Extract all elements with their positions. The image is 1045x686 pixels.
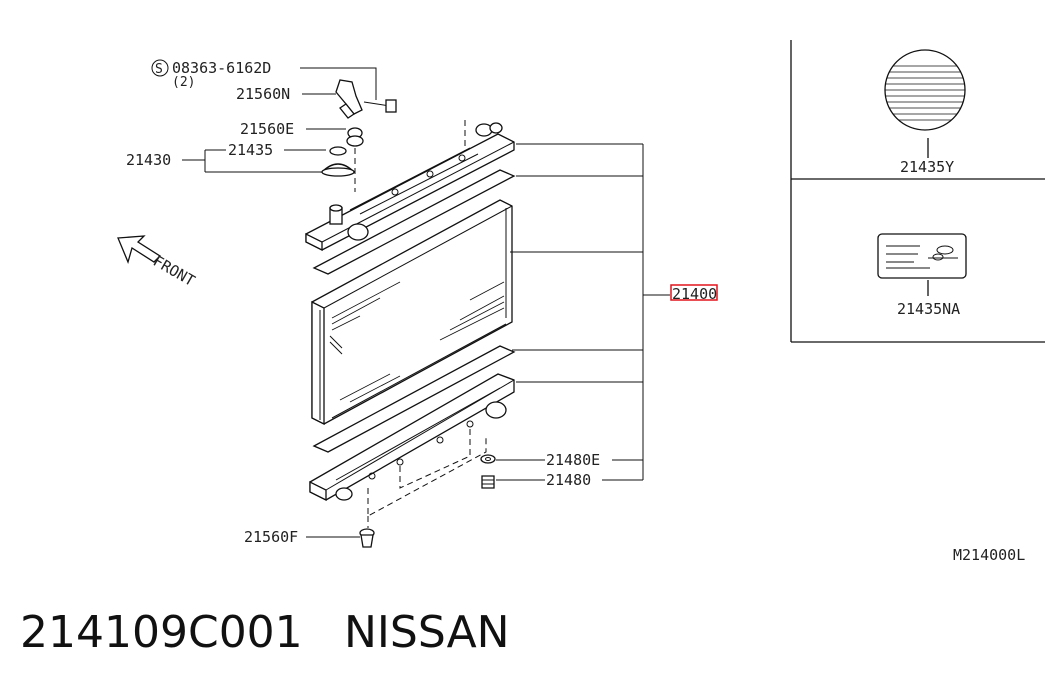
radiator-cap[interactable] (320, 146, 356, 177)
callout-21560N[interactable]: 21560N (236, 85, 290, 103)
upper-bracket[interactable] (335, 79, 397, 119)
screw-symbol-letter: S (155, 62, 163, 77)
diagram-code: M214000L (953, 546, 1025, 564)
part-number: 214109C001 (20, 607, 303, 658)
callout-21560E[interactable]: 21560E (240, 120, 294, 138)
callout-bolt-quantity: (2) (172, 75, 195, 90)
upper-tank[interactable] (305, 122, 515, 252)
screw-symbol: S (151, 59, 169, 77)
round-label-drawing[interactable] (884, 49, 966, 158)
lower-rubber-mount[interactable] (359, 528, 375, 548)
front-arrow-icon (117, 235, 162, 264)
brand-name: NISSAN (344, 607, 510, 658)
radiator-callout-highlight (670, 284, 718, 301)
callout-21480[interactable]: 21480 (546, 471, 591, 489)
front-direction-label: FRONT (150, 252, 198, 290)
lower-tank[interactable] (309, 373, 515, 502)
callout-21400[interactable]: 21400 (672, 285, 717, 303)
callout-21435[interactable]: 21435 (228, 141, 273, 159)
drain-plug[interactable] (481, 475, 495, 489)
card-label-drawing[interactable] (877, 233, 967, 296)
lower-seal (312, 345, 516, 453)
callout-21430[interactable]: 21430 (126, 151, 171, 169)
callout-21480E[interactable]: 21480E (546, 451, 600, 469)
inset-panel (790, 40, 1045, 343)
upper-rubber-mount[interactable] (346, 127, 364, 147)
upper-seal (312, 169, 516, 275)
drain-washer[interactable] (480, 454, 496, 464)
callout-08363-6162D[interactable]: 08363-6162D (172, 59, 271, 77)
callout-21435NA[interactable]: 21435NA (897, 300, 960, 318)
callout-21560F[interactable]: 21560F (244, 528, 298, 546)
radiator-core[interactable] (311, 199, 513, 426)
assembly-bracket-lines (306, 143, 670, 538)
callout-21435Y[interactable]: 21435Y (900, 158, 954, 176)
